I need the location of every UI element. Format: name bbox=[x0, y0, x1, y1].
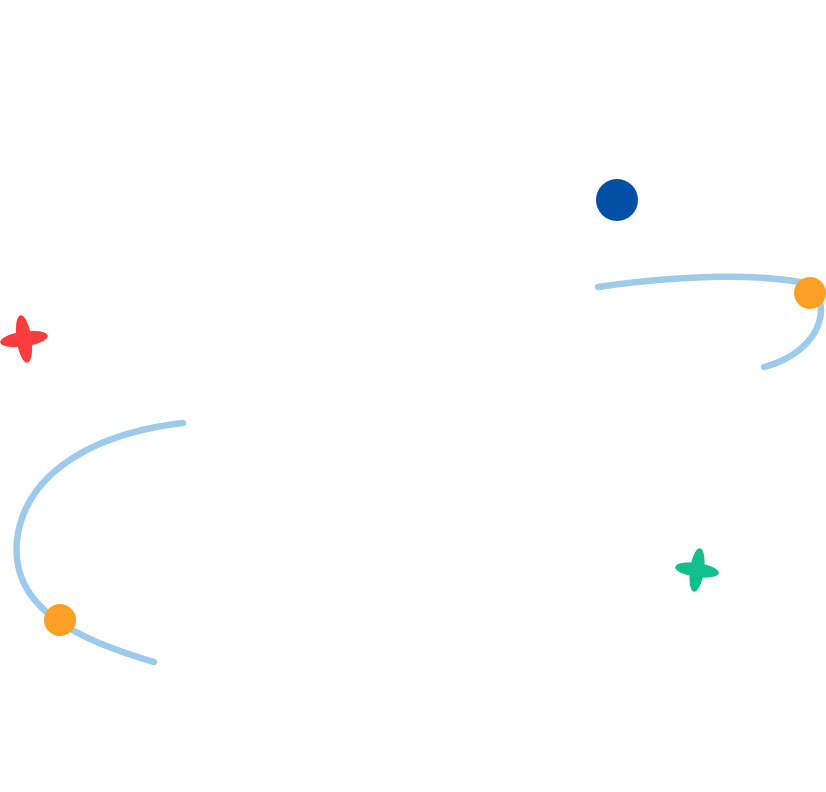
dot-orange-right-icon bbox=[794, 277, 826, 309]
arc-left bbox=[13, 419, 187, 666]
sparkle-red-icon bbox=[0, 315, 48, 363]
dot-orange-left-icon bbox=[44, 604, 76, 636]
sparkle-green-icon bbox=[675, 548, 719, 592]
dot-blue-icon bbox=[596, 179, 638, 221]
arc-top-right bbox=[594, 273, 825, 371]
